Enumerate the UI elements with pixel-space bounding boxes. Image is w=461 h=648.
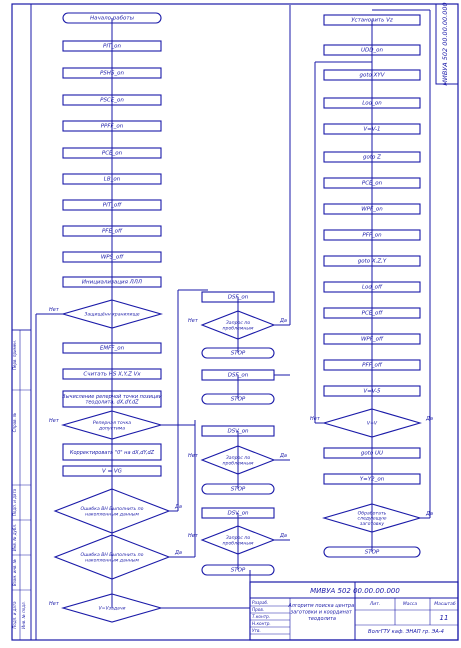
left-no-11: Нет — [49, 307, 60, 313]
title-role-2: Т.контр. — [252, 614, 270, 619]
margin-label-1: Справ. № — [12, 413, 17, 432]
right-label-13: PFF_off — [362, 363, 383, 369]
mid-no-1: Нет — [188, 318, 199, 324]
title-block-sheet: 11 — [440, 614, 449, 622]
left-no-15: Нет — [49, 418, 60, 424]
mid-decision-6: Запрос попроблемнымДаНет — [188, 445, 287, 475]
connector-lines — [35, 5, 431, 640]
title-col-2: Масштаб — [434, 601, 456, 607]
left-label-7: PIT_off — [103, 203, 122, 209]
right-yes-15: Да — [425, 416, 433, 422]
right-decision-18: ОбработатьследующуюзаготовкуДа — [322, 503, 433, 533]
right-decision-15: V=VДаНет — [310, 408, 433, 438]
left-flow-column: Начало работыPIT_onPSHS_onPSCE_onPPFF_on… — [49, 12, 182, 623]
title-col-0: Лит. — [369, 601, 380, 607]
title-role-3: Н.контр. — [252, 621, 271, 626]
side-stamp-box — [435, 3, 459, 85]
middle-flow-column: DSF_onЗапрос попроблемнымДаНетSTOPDSF_on… — [188, 291, 287, 576]
left-decision-20: V=Vзадачи Нет — [49, 593, 164, 623]
right-label-2: goto XYV — [359, 73, 385, 79]
right-flow-column: Установить VzUDD_ongoto XYVLod_onV=V-1go… — [310, 14, 433, 558]
right-label-12: WPF_off — [361, 337, 384, 343]
mid-label-10: STOP — [231, 568, 246, 574]
mid-no-9: Нет — [188, 533, 199, 539]
mid-yes-6: Да — [279, 453, 287, 459]
mid-label-2: STOP — [231, 351, 246, 357]
title-block: МИВУА 502 00.00.00.000 Алгоритм поиска ц… — [249, 581, 459, 641]
outer-frame — [11, 3, 459, 641]
mid-no-6: Нет — [188, 453, 199, 459]
left-label-20: V=Vзадачи — [98, 606, 125, 612]
title-role-0: Разраб. — [252, 600, 268, 605]
title-block-code: МИВУА 502 00.00.00.000 — [310, 587, 400, 595]
title-block-title: Алгоритм поиска центра заготовки и коорд… — [287, 603, 356, 622]
left-decision-15: Реперная точкадопустимаНет — [49, 410, 164, 440]
title-col-1: Масса — [403, 601, 418, 607]
mid-label-4: STOP — [231, 397, 246, 403]
mid-yes-9: Да — [279, 533, 287, 539]
title-role-1: Пров. — [252, 607, 264, 612]
margin-label-2: Подп. и дата — [12, 488, 17, 516]
mid-label-7: STOP — [231, 487, 246, 493]
right-label-11: PCE_off — [362, 311, 384, 317]
title-block-org: ВолгГТУ каф. ЭНАП гр. ЭА-4 — [368, 629, 444, 635]
margin-label-4: Взам. инв. № — [12, 559, 17, 586]
right-label-19: STOP — [365, 550, 380, 556]
margin-label-5: Подп. и дата — [12, 601, 17, 629]
margin-label-3: Инв. № дубл. — [12, 524, 17, 551]
mid-decision-1: Запрос попроблемнымДаНет — [188, 310, 287, 340]
side-stamp-code: МИВУА 502 00.00.00.000 — [441, 2, 449, 85]
margin-label-0: Перв. примен. — [12, 340, 17, 370]
title-role-4: Утв. — [252, 628, 261, 633]
right-label-10: Lod_off — [362, 285, 383, 291]
margin-label-6: Инв. № подл. — [21, 601, 26, 629]
left-label-8: PFE_off — [102, 229, 123, 235]
mid-decision-9: Запрос попроблемнымДаНет — [188, 525, 287, 555]
left-no-20: Нет — [49, 601, 60, 607]
mid-yes-1: Да — [279, 318, 287, 324]
left-label-9: WPS_off — [101, 255, 124, 261]
left-yes-19: Да — [174, 550, 182, 556]
right-yes-18: Да — [425, 511, 433, 517]
